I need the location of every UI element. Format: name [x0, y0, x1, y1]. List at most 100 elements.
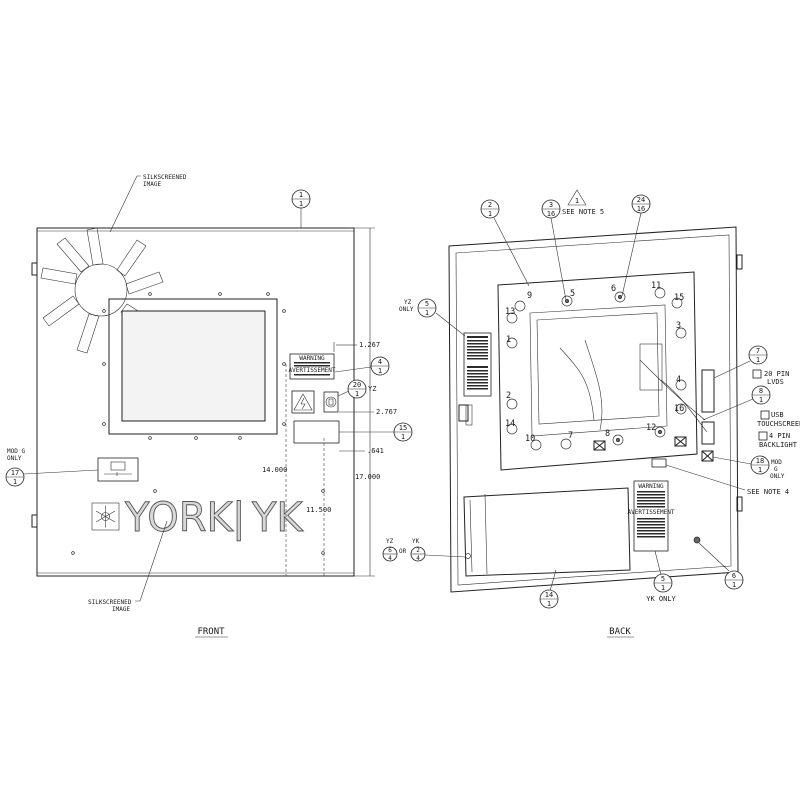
usb-port-button[interactable] — [323, 391, 339, 413]
yk-label: YK — [412, 538, 420, 545]
back-hole-numbers: 9 5 6 11 15 13 3 1 4 2 16 14 10 7 8 12 — [505, 281, 684, 444]
backlight-l2: BACKLIGHT — [759, 441, 798, 449]
logo-brand: YORK — [124, 495, 235, 541]
svg-text:12: 12 — [646, 423, 656, 433]
svg-text:1: 1 — [506, 335, 511, 345]
back-balloon-14[interactable]: 14 1 — [539, 589, 559, 609]
svg-text:2: 2 — [416, 547, 420, 554]
back-balloon-5-yk[interactable]: 5 1 — [653, 573, 673, 593]
back-balloon-18[interactable]: 18 1 — [750, 455, 770, 475]
svg-text:10: 10 — [525, 434, 535, 444]
svg-text:8: 8 — [759, 387, 763, 395]
front-balloon-15[interactable]: 15 1 — [393, 422, 413, 442]
front-silk-bottom-l2: IMAGE — [112, 606, 130, 613]
svg-text:15: 15 — [399, 424, 407, 432]
high-voltage-label — [291, 390, 315, 414]
front-modg-l2: ONLY — [7, 455, 22, 462]
front-screen-bezel — [108, 298, 278, 435]
front-balloon-1[interactable]: 1 1 — [291, 189, 311, 209]
front-balloon-20[interactable]: 20 1 — [347, 379, 367, 399]
back-modg-l2: G — [774, 466, 778, 473]
svg-text:4: 4 — [676, 375, 681, 385]
usb-l2: TOUCHSCREEN — [757, 420, 800, 428]
back-view: 9 5 6 11 15 13 3 1 4 2 16 14 10 7 8 12 — [382, 189, 800, 638]
svg-text:1: 1 — [299, 200, 303, 208]
back-balloon-6[interactable]: 6 1 — [724, 570, 744, 590]
svg-text:4: 4 — [416, 555, 420, 562]
see-note-5: SEE NOTE 5 — [562, 208, 604, 216]
back-yz-only-l2: ONLY — [399, 306, 414, 313]
yz-label: YZ — [386, 538, 394, 545]
back-modg-l1: MOD — [771, 459, 782, 466]
back-balloon-5[interactable]: 5 1 — [417, 298, 437, 318]
back-display-frame — [497, 271, 698, 471]
svg-text:20: 20 — [353, 381, 361, 389]
back-balloon-3[interactable]: 3 16 — [541, 199, 561, 219]
svg-text:1: 1 — [355, 390, 359, 398]
front-view-title: FRONT — [197, 627, 225, 637]
svg-text:14: 14 — [505, 419, 515, 429]
svg-text:7: 7 — [756, 347, 760, 355]
back-balloon-8[interactable]: 8 1 — [751, 385, 771, 405]
svg-text:1: 1 — [13, 478, 17, 486]
yk-only: YK ONLY — [646, 595, 676, 603]
svg-text:1: 1 — [661, 584, 665, 592]
back-view-title: BACK — [609, 627, 631, 637]
back-mount-holes — [506, 287, 687, 451]
svg-text:6: 6 — [388, 547, 392, 554]
svg-text:WARNING: WARNING — [638, 483, 664, 490]
front-modg-l1: MOD G — [7, 448, 25, 455]
back-balloon-6-yz[interactable]: 6 4 — [382, 546, 398, 562]
svg-text:14: 14 — [545, 591, 553, 599]
warning-label-sub: AVERTISSEMENT — [289, 367, 336, 374]
svg-text:1: 1 — [299, 191, 303, 199]
see-note-4: SEE NOTE 4 — [747, 488, 789, 496]
svg-text:17: 17 — [11, 469, 19, 477]
front-blank-label — [293, 420, 340, 444]
svg-text:3: 3 — [676, 321, 681, 331]
dim-1267: 1.267 — [359, 341, 380, 349]
front-yz-text: YZ — [368, 385, 376, 393]
svg-text:1: 1 — [575, 197, 579, 205]
svg-text:16: 16 — [547, 210, 555, 218]
front-silk-top-l1: SILKSCREENED — [143, 174, 187, 181]
note-5-triangle: 1 — [567, 189, 587, 206]
svg-text:4: 4 — [388, 555, 392, 562]
dim-2767: 2.767 — [376, 408, 397, 416]
lvds-l2: LVDS — [767, 378, 784, 386]
front-panel-outline — [36, 227, 355, 577]
front-balloon-17[interactable]: 17 1 — [5, 467, 25, 487]
front-balloon-4[interactable]: 4 1 — [370, 356, 390, 376]
svg-text:1: 1 — [759, 396, 763, 404]
svg-text:16: 16 — [637, 205, 645, 213]
svg-text:1: 1 — [488, 210, 492, 218]
back-balloon-24[interactable]: 24 16 — [631, 194, 651, 214]
york-logo: YORK | YK — [91, 495, 305, 541]
back-power-supply — [463, 487, 631, 577]
dim-14000: 14.000 — [262, 466, 287, 474]
svg-text:8: 8 — [605, 429, 610, 439]
front-dimensions: 1.267 2.767 .641 14.000 11.500 17.000 — [262, 227, 397, 577]
back-balloon-2-yk[interactable]: 2 4 — [410, 546, 426, 562]
front-silk-top-l2: IMAGE — [143, 181, 161, 188]
back-balloon-7[interactable]: 7 1 — [748, 345, 768, 365]
svg-text:6: 6 — [611, 284, 616, 294]
lvds-l1: 20 PIN — [764, 370, 789, 378]
svg-text:15: 15 — [674, 293, 684, 303]
front-display-screen — [121, 310, 266, 422]
svg-text:9: 9 — [527, 291, 532, 301]
back-right-warning-label — [633, 480, 669, 552]
svg-text:1: 1 — [378, 367, 382, 375]
svg-text:2: 2 — [506, 391, 511, 401]
snowflake-silkscreen-icon — [40, 227, 164, 354]
logo-separator: | — [232, 495, 245, 541]
svg-text:24: 24 — [637, 196, 645, 204]
svg-text:18: 18 — [756, 457, 764, 465]
svg-text:1: 1 — [756, 356, 760, 364]
svg-text:5: 5 — [570, 289, 575, 299]
svg-text:4: 4 — [378, 358, 382, 366]
svg-text:1: 1 — [401, 433, 405, 441]
back-balloon-2[interactable]: 2 1 — [480, 199, 500, 219]
dim-11500: 11.500 — [306, 506, 331, 514]
